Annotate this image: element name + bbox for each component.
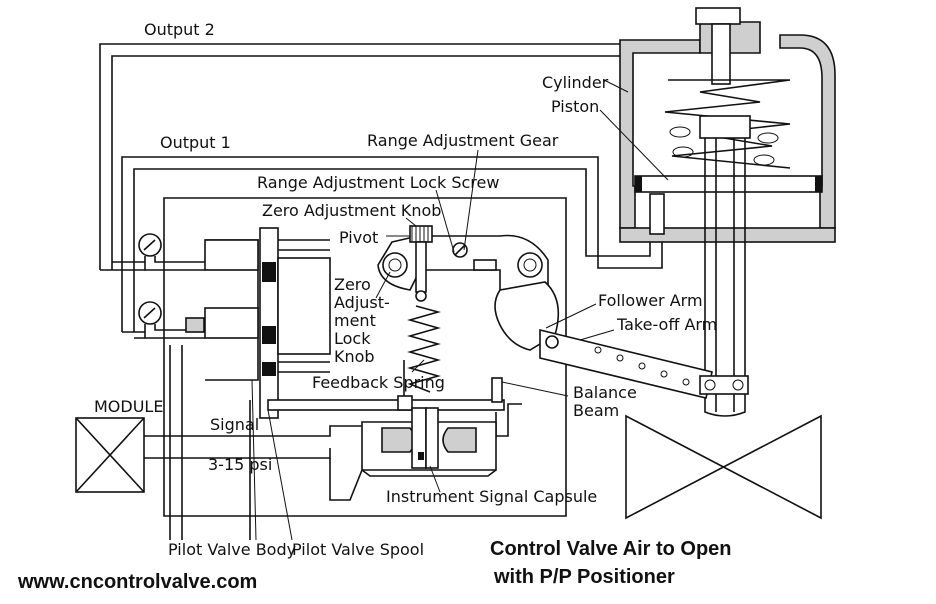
positioner-housing — [163, 197, 567, 517]
label-pivot: Pivot — [339, 228, 378, 247]
label-zero-lock-5: Knob — [334, 347, 375, 366]
label-zero-knob: Zero Adjustment Knob — [262, 201, 441, 220]
label-range-gear: Range Adjustment Gear — [367, 131, 559, 150]
label-capsule: Instrument Signal Capsule — [386, 487, 597, 506]
label-output2: Output 2 — [144, 20, 215, 39]
label-zero-lock-3: ment — [334, 311, 376, 330]
label-zero-lock-4: Lock — [334, 329, 371, 348]
cylinder — [619, 7, 836, 243]
label-takeoff-arm: Take-off Arm — [616, 315, 717, 334]
instrument-signal-capsule — [329, 407, 497, 501]
valve-stem — [649, 138, 746, 417]
label-cylinder: Cylinder — [542, 73, 609, 92]
pressure-gauges — [100, 233, 205, 339]
label-range-lock-screw: Range Adjustment Lock Screw — [257, 173, 499, 192]
module — [75, 417, 145, 493]
label-pilot-spool: Pilot Valve Spool — [292, 540, 424, 559]
follower-arm — [494, 281, 749, 399]
label-signal-range: 3-15 psi — [208, 455, 272, 474]
label-feedback-spring: Feedback Spring — [312, 373, 445, 392]
diagram-title-line2: with P/P Positioner — [493, 566, 675, 588]
balance-beam — [267, 360, 522, 437]
label-signal: Signal — [210, 415, 259, 434]
label-zero-lock-1: Zero — [334, 275, 371, 294]
label-pilot-body: Pilot Valve Body — [168, 540, 296, 559]
label-balance-1: Balance — [573, 383, 637, 402]
label-output1: Output 1 — [160, 133, 231, 152]
label-follower-arm: Follower Arm — [598, 291, 703, 310]
piston — [634, 115, 823, 193]
diagram-title-line1: Control Valve Air to Open — [490, 538, 732, 560]
label-piston: Piston — [551, 97, 599, 116]
label-zero-lock-2: Adjust- — [334, 293, 390, 312]
leader-lines — [251, 79, 669, 541]
output1-tubing — [121, 156, 663, 332]
label-module: MODULE — [94, 397, 163, 416]
valve-body — [625, 414, 822, 520]
website-url: www.cncontrolvalve.com — [17, 571, 257, 593]
output2-tubing — [99, 43, 620, 270]
label-balance-2: Beam — [573, 401, 619, 420]
feedback-spring — [407, 305, 441, 393]
